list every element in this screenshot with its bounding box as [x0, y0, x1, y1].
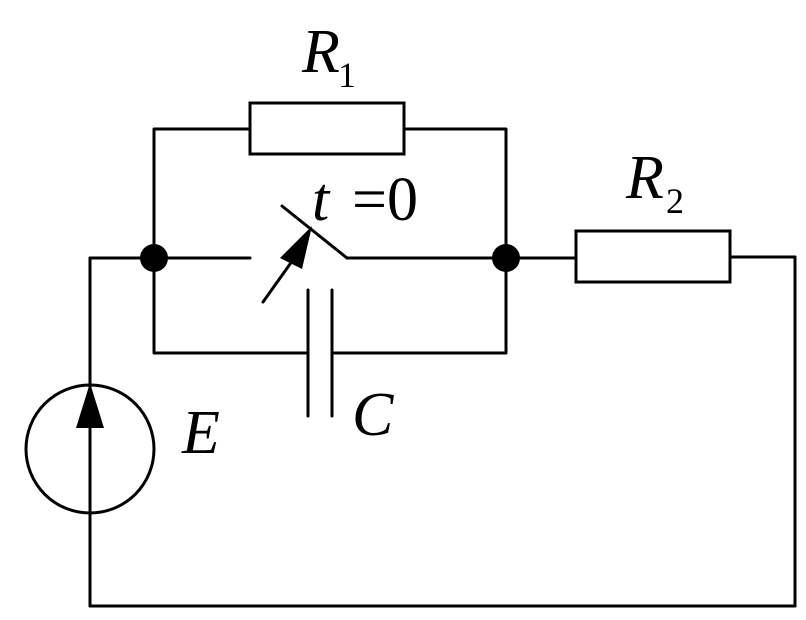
label-r2-subscript: 2 — [666, 181, 684, 221]
label-r1-subscript: 1 — [338, 55, 356, 95]
source-arrow-head — [76, 383, 104, 428]
switch-arrow-head — [280, 226, 312, 269]
resistor-r1 — [248, 101, 406, 156]
label-switch-eq: =0 — [352, 166, 418, 234]
wire-capacitor-branch — [152, 256, 508, 355]
label-source: E — [181, 399, 220, 467]
resistor-r2 — [574, 229, 732, 284]
junction-right — [492, 244, 520, 272]
label-switch-time: t — [312, 166, 331, 234]
junction-left — [140, 244, 168, 272]
label-capacitor: C — [352, 381, 394, 449]
switch-blade — [280, 204, 349, 260]
wire-r1-branch — [152, 127, 508, 260]
label-r1: R — [301, 18, 340, 86]
label-r2: R — [625, 144, 664, 212]
